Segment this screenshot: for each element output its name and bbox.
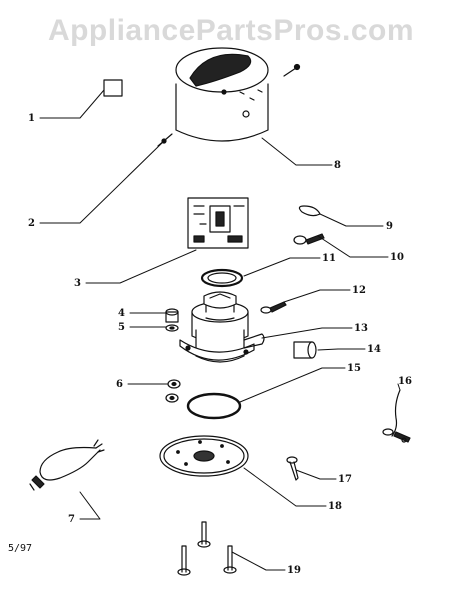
callout-9: 9 [386,221,393,232]
callout-4: 4 [118,308,125,319]
part-8-housing-cap[interactable] [175,47,269,142]
callout-3: 3 [74,278,81,289]
part-15-o-ring[interactable] [186,392,242,420]
part-7-power-cord[interactable] [29,439,105,491]
callout-1: 1 [28,113,35,124]
part-3-circuit-board[interactable] [187,197,249,249]
callout-2: 2 [28,218,35,229]
callout-10: 10 [390,252,404,263]
callout-7: 7 [68,514,75,525]
callout-19: 19 [287,565,301,576]
part-12-wire-lead[interactable] [260,301,287,314]
callout-15: 15 [347,363,361,374]
cap-screw [283,63,301,77]
part-13-motor[interactable] [179,291,265,363]
callout-12: 12 [352,285,366,296]
watermark-text: AppliancePartsPros.com [47,14,415,47]
part-16-wire-harness[interactable] [382,389,411,443]
part-18-base-plate[interactable] [159,435,249,477]
part-14-cylinder-sleeve[interactable] [293,341,317,359]
callout-6: 6 [116,379,123,390]
revision-date: 5/97 [8,543,33,554]
part-9-clip[interactable] [298,205,321,217]
part-10-terminal[interactable] [293,233,325,245]
part-6-grommet[interactable] [165,379,181,403]
callout-18: 18 [328,501,342,512]
callout-5: 5 [118,322,125,333]
part-5-washer[interactable] [165,324,179,332]
callout-8: 8 [334,160,341,171]
callout-14: 14 [367,344,381,355]
part-4-nut[interactable] [165,308,179,323]
callout-17: 17 [338,474,352,485]
callout-labels: 1 2 3 4 5 6 7 8 9 10 11 12 13 14 15 16 1… [28,113,412,576]
part-1-square-label[interactable] [103,79,123,97]
leader-lines [39,89,401,571]
part-11-ring-gasket[interactable] [200,268,244,288]
callout-13: 13 [354,323,368,334]
part-17-screw[interactable] [286,456,299,481]
callout-16: 16 [398,376,412,387]
callout-11: 11 [322,253,336,264]
part-19-feet[interactable] [177,521,237,576]
